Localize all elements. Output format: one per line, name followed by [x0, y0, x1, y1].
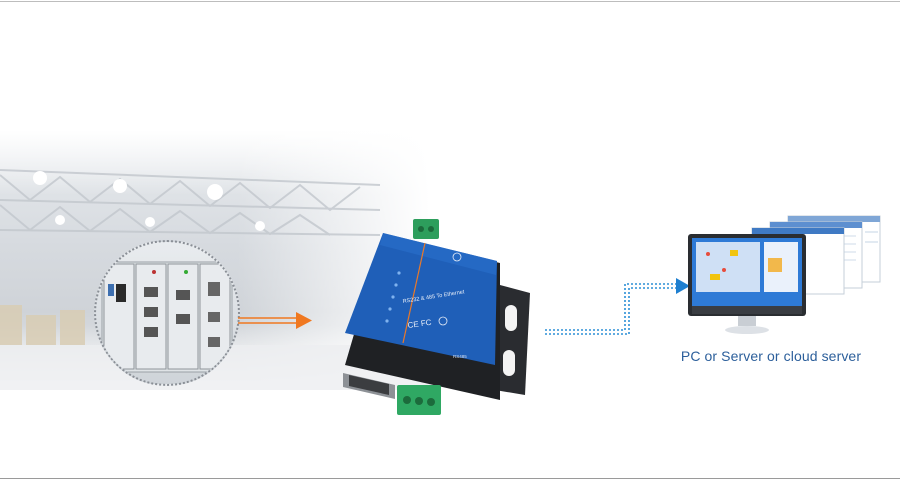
network-link-arrow-icon — [545, 278, 690, 335]
electrical-cabinet-photo — [94, 240, 240, 386]
bottom-border — [0, 478, 900, 479]
destination-caption: PC or Server or cloud server — [680, 348, 862, 364]
rs485-label: RS485 — [453, 354, 467, 359]
serial-ethernet-device: RS232 & 485 To Ethernet CE FC RS485 — [343, 219, 530, 415]
pc-monitor — [688, 215, 881, 334]
cert-marks: CE FC — [407, 318, 432, 330]
top-border — [0, 1, 900, 2]
orange-arrow-icon — [238, 312, 312, 329]
